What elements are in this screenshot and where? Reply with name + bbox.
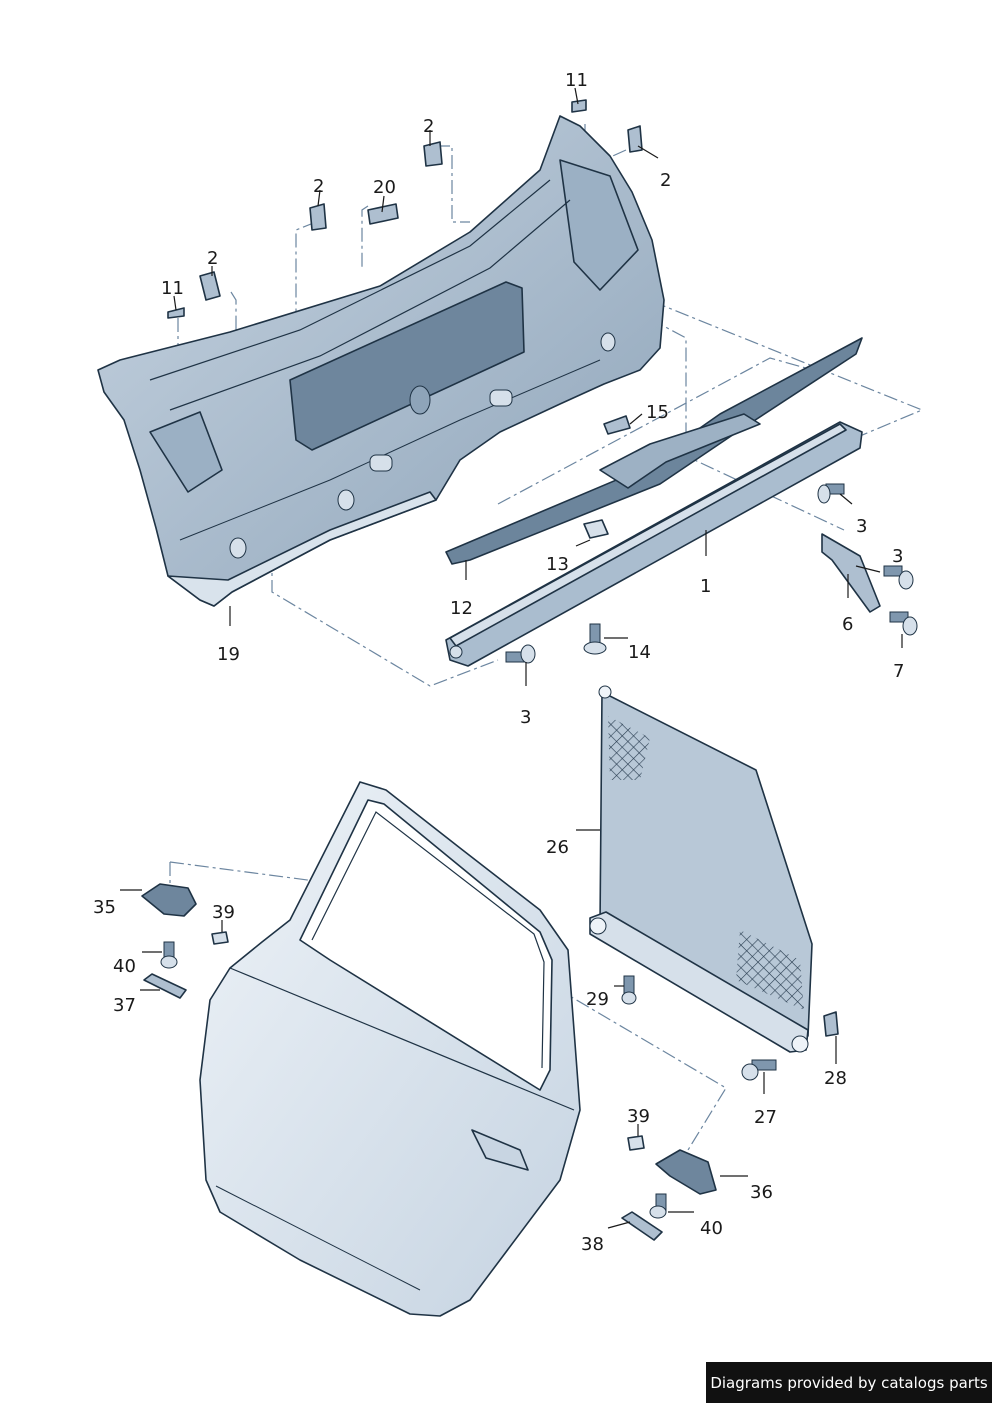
callout-1: 1 [700,576,711,597]
callout-3-a: 3 [856,516,867,537]
callout-38: 38 [581,1234,604,1255]
rear-door [199,781,581,1317]
callout-2-d: 2 [207,248,218,269]
callout-19: 19 [217,644,240,665]
callout-2-b: 2 [660,170,671,191]
callout-11-left: 11 [161,278,184,299]
tailgate-trim-panel [97,115,665,607]
callout-6: 6 [842,614,853,635]
screw-27 [741,1059,777,1081]
small-parts [167,99,918,664]
callout-28: 28 [824,1068,847,1089]
callout-12: 12 [450,598,473,619]
callout-27: 27 [754,1107,777,1128]
callout-7: 7 [893,661,904,682]
sunshade [589,685,839,1081]
callout-29: 29 [586,989,609,1010]
callout-40-b: 40 [700,1218,723,1239]
screw-3b [883,565,914,590]
screw-14 [583,623,607,655]
callout-15: 15 [646,402,669,423]
callout-3-b: 3 [892,546,903,567]
callout-36: 36 [750,1182,773,1203]
callout-39-b: 39 [627,1106,650,1127]
callout-39-a: 39 [212,902,235,923]
screw-40a [160,941,178,969]
callout-2-a: 2 [423,116,434,137]
screw-3a [817,483,845,504]
screw-3c [505,644,536,664]
callout-37: 37 [113,995,136,1016]
callout-26: 26 [546,837,569,858]
screw-40b [649,1193,667,1219]
screw-29 [621,975,637,1005]
callout-3-c: 3 [520,707,531,728]
leader-lines [120,87,903,1229]
callout-14: 14 [628,642,651,663]
screw-7 [889,611,918,636]
callout-40-a: 40 [113,956,136,977]
callout-numbers: 11 2 2 20 2 2 11 15 3 3 13 1 12 6 7 19 3… [93,70,904,1255]
callout-13: 13 [546,554,569,575]
callout-2-c: 2 [313,176,324,197]
cover-strip [445,337,863,565]
door-small-parts [141,883,717,1241]
callout-35: 35 [93,897,116,918]
footer-credit: Diagrams provided by catalogs parts [706,1362,992,1403]
callout-20: 20 [373,177,396,198]
callout-11-top: 11 [565,70,588,91]
cover-rail [445,421,863,667]
